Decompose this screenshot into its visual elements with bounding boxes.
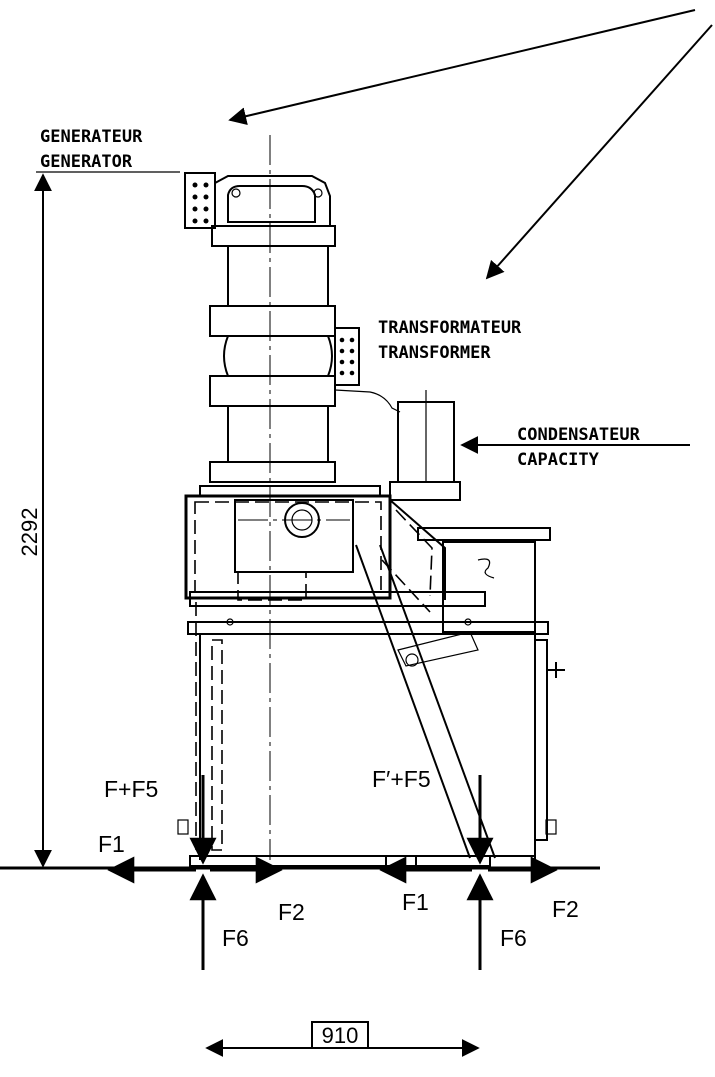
height-dimension [34, 171, 180, 868]
width-dimension-value: 910 [322, 1023, 359, 1048]
force-left-horizontal-2-label: F2 [278, 899, 305, 925]
generator-label-fr: GENERATEUR [40, 127, 143, 147]
force-left-upward-label: F6 [222, 925, 249, 951]
height-dimension-value: 2292 [17, 508, 42, 557]
upper-housing [184, 485, 392, 601]
force-left-horizontal-label: F1 [98, 831, 125, 857]
main-enclosure [177, 591, 565, 869]
width-dimension-box [311, 1021, 369, 1049]
diagonal-brace [355, 544, 496, 859]
capacitor [389, 390, 461, 501]
pointer-arrows [228, 9, 713, 280]
force-right-vertical-label: F′+F5 [372, 766, 431, 792]
capacitor-label-en: CAPACITY [517, 450, 600, 470]
generator [184, 172, 336, 247]
width-dimension [205, 1021, 480, 1057]
transformer-label-fr: TRANSFORMATEUR [378, 318, 522, 338]
force-right-upward-label: F6 [500, 925, 527, 951]
force-arrows [107, 775, 558, 970]
generator-label-en: GENERATOR [40, 152, 133, 172]
force-right-horizontal-label: F1 [402, 889, 429, 915]
control-box [389, 499, 551, 633]
transformer-column [209, 245, 401, 483]
force-right-horizontal-2-label: F2 [552, 896, 579, 922]
force-left-vertical-label: F+F5 [104, 776, 158, 802]
transformer-label-en: TRANSFORMER [378, 343, 491, 363]
capacitor-label-fr: CONDENSATEUR [517, 425, 641, 445]
